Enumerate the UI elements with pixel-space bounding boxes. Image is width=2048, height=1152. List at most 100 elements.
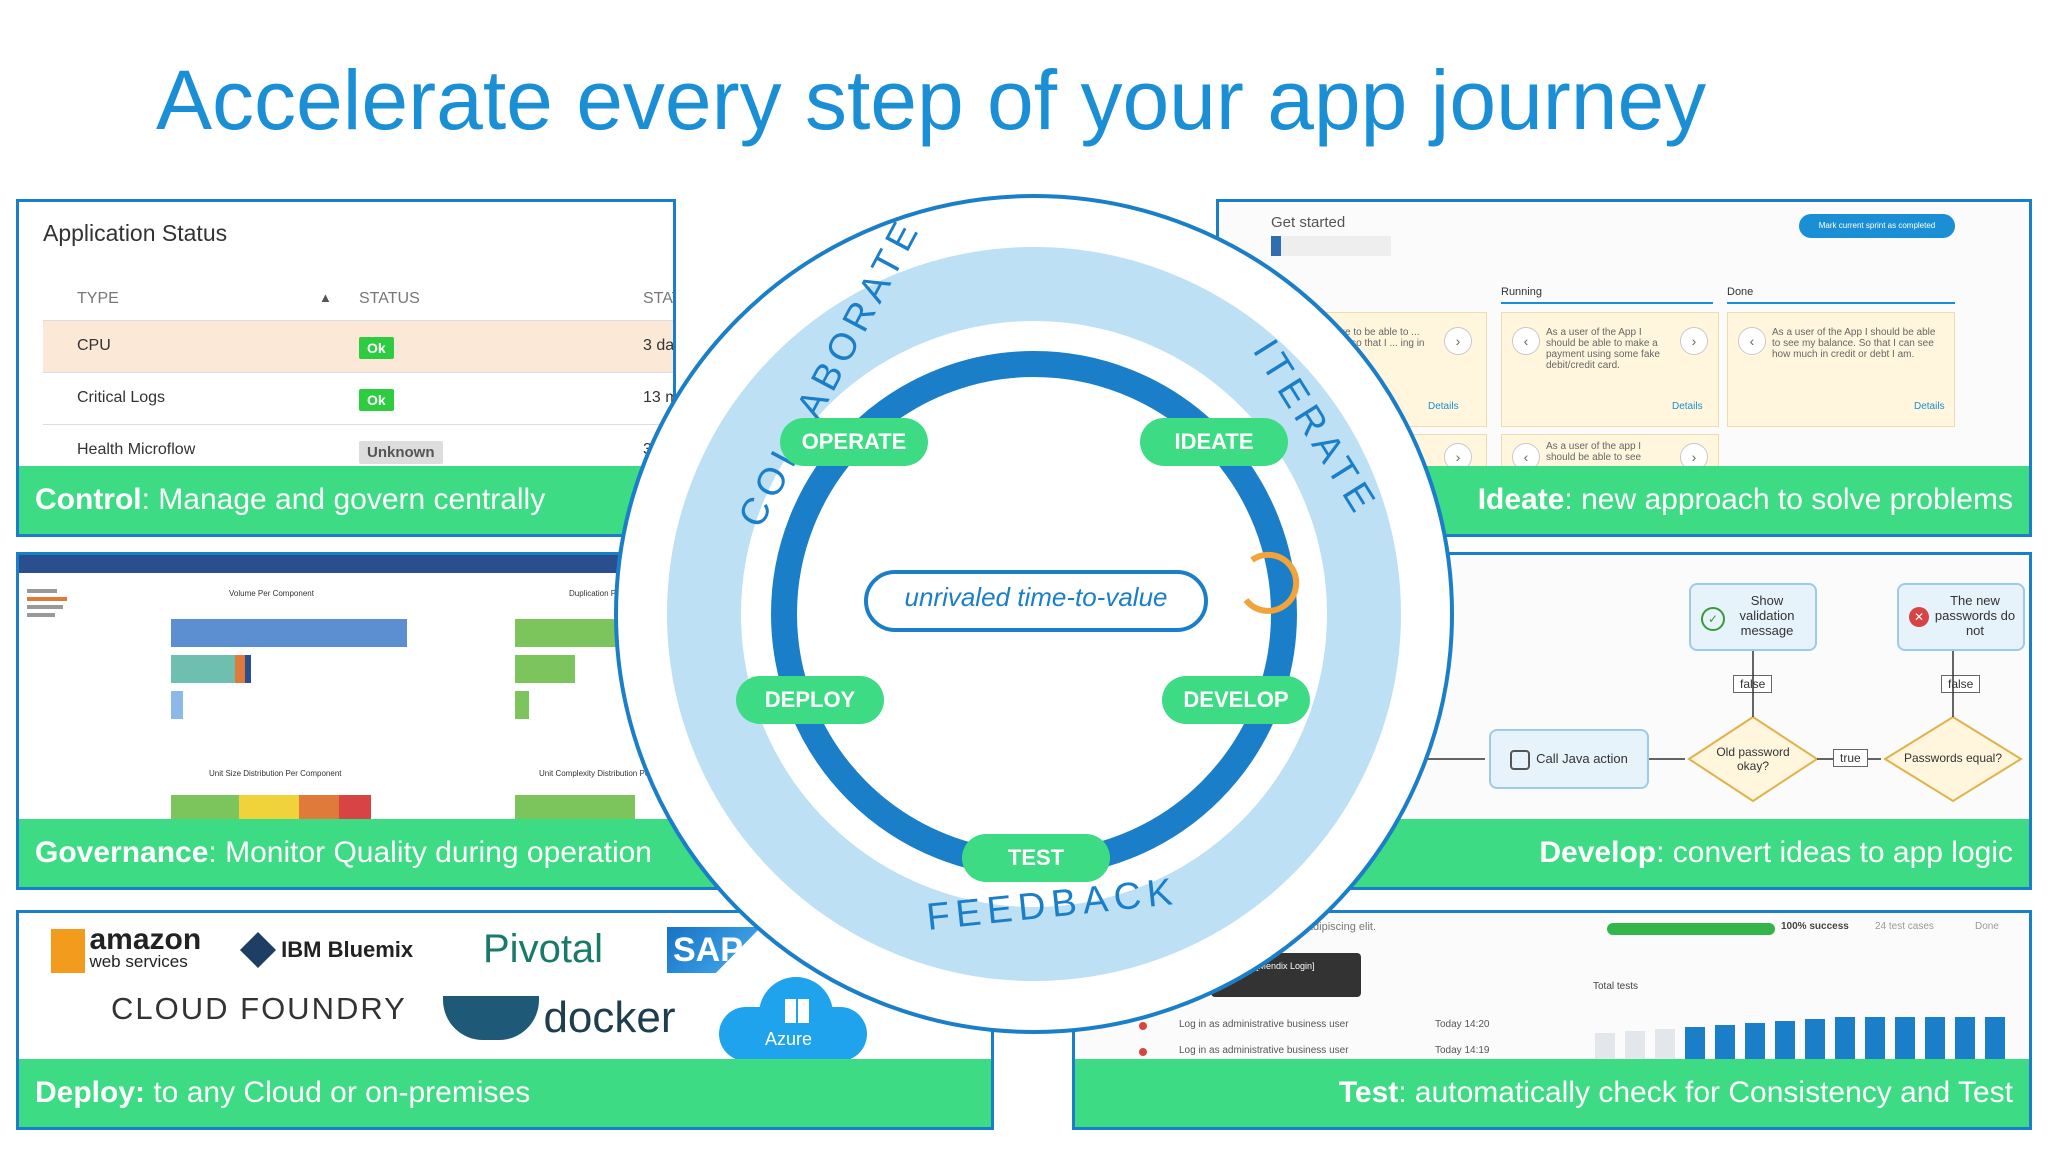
test-bar [1925, 1017, 1945, 1063]
bar [515, 795, 635, 819]
governance-panel: Volume Per Component Duplication Pe Unit… [16, 552, 760, 890]
tab-bar [19, 555, 757, 573]
bar [171, 691, 183, 719]
bar [235, 655, 245, 683]
column-type[interactable]: TYPE [77, 290, 119, 307]
caption-bold: Control [35, 483, 142, 516]
card-text: I like to be able to ... ions so that I … [1330, 327, 1425, 360]
refresh-icon [1243, 551, 1300, 614]
details-link[interactable]: Details [1428, 401, 1459, 412]
chart-title: Volume Per Component [229, 589, 314, 598]
row-since: 3 days, 4 ho [643, 337, 675, 354]
deploy-panel: amazon web services IBM Bluemix Pivotal … [16, 910, 994, 1130]
chevron-left-icon[interactable]: ‹ [1512, 327, 1540, 355]
test-bar [1985, 1017, 2005, 1063]
sidebar-line [27, 605, 63, 609]
stage-operate[interactable]: OPERATE [780, 418, 928, 466]
governance-caption: Governance: Monitor Quality during opera… [19, 819, 757, 887]
column-running-line [1501, 302, 1713, 304]
stage-deploy[interactable]: DEPLOY [736, 676, 884, 724]
chevron-right-icon[interactable]: › [1680, 327, 1708, 355]
success-bar [1607, 923, 1775, 935]
ibm-text: IBM Bluemix [281, 937, 414, 962]
passwords-equal-decision[interactable]: Passwords equal? [1903, 751, 2003, 765]
bar [245, 655, 251, 683]
bluemix-icon [239, 931, 277, 969]
caption-text: to any Cloud or on-premises [145, 1076, 531, 1109]
node-label: Show validation message [1739, 593, 1795, 638]
done-label: Done [1975, 921, 1999, 932]
new-passwords-node[interactable]: ✕ The new passwords do not [1897, 583, 2025, 651]
details-link[interactable]: Details [1914, 401, 1945, 412]
test-bar [1595, 1033, 1615, 1063]
table-row[interactable]: Critical Logs Ok 13 min [43, 372, 673, 425]
aws-cubes-icon [51, 929, 85, 973]
stage-ideate[interactable]: IDEATE [1140, 418, 1288, 466]
develop-caption: Develop: convert ideas to app logic [1293, 819, 2029, 887]
column-status[interactable]: STATUS [359, 290, 420, 307]
stage-test[interactable]: TEST [962, 834, 1110, 882]
node-label: Call Java action [1536, 751, 1628, 766]
chart-title: Duplication Pe [569, 589, 621, 598]
false-label: false [1941, 675, 1981, 693]
show-validation-node[interactable]: ✓ Show validation message [1689, 583, 1817, 651]
control-caption: Control: Manage and govern centrally [19, 466, 673, 534]
bar [515, 655, 575, 683]
story-card[interactable]: I like to be able to ... ions so that I … [1269, 312, 1487, 427]
status-badge: Ok [359, 389, 394, 411]
cloudfoundry-logo: CLOUD FOUNDRY [111, 991, 407, 1026]
sort-up-icon[interactable]: ▲ [319, 290, 332, 305]
ideate-caption: Ideate: new approach to solve problems [1219, 466, 2029, 534]
sap-logo: SAP [667, 927, 761, 973]
caption-bold: Develop [1539, 836, 1657, 869]
check-icon: ✓ [1701, 607, 1725, 631]
caption-text: : convert ideas to app logic [1656, 836, 2013, 869]
chevron-left-icon[interactable]: ‹ [1738, 327, 1766, 355]
error-icon: ✕ [1909, 607, 1929, 627]
table-header: TYPE ▲ STATUS STATUS SINCE [43, 280, 673, 320]
control-panel: Application Status TYPE ▲ STATUS STATUS … [16, 199, 676, 537]
card-text: As a user of the App I should be able to… [1546, 327, 1660, 371]
test-bar [1685, 1027, 1705, 1063]
status-badge: Unknown [359, 441, 443, 464]
card-text: As a user of the app I should be able to… [1546, 441, 1642, 463]
fail-dot-icon [1139, 1048, 1147, 1056]
test-bar [1955, 1017, 1975, 1063]
collaborate-label: COLLABORATE [731, 211, 930, 534]
old-password-decision[interactable]: Old password okay? [1716, 745, 1790, 773]
docker-whale-icon [443, 996, 539, 1040]
table-row[interactable]: CPU Ok 3 days, 4 ho [43, 320, 675, 373]
sidebar-line [27, 589, 57, 593]
test-time: Today 14:19 [1435, 1045, 1490, 1056]
row-type: CPU [77, 337, 111, 354]
call-java-node[interactable]: Call Java action [1489, 729, 1649, 789]
test-bar [1655, 1029, 1675, 1063]
story-card[interactable]: ‹ As a user of the App I should be able … [1727, 312, 1955, 427]
details-link[interactable]: Details [1672, 401, 1703, 412]
node-label: The new passwords do not [1934, 593, 2016, 638]
chart-title: Unit Complexity Distribution Per Compone… [539, 769, 696, 778]
develop-panel: ✓ Show validation message ✕ The new pass… [1290, 552, 2032, 890]
chevron-right-icon[interactable]: › [1444, 327, 1472, 355]
mark-sprint-button[interactable]: Mark current sprint as completed [1799, 214, 1955, 238]
test-row[interactable]: Log in as administrative business user T… [1127, 1015, 1527, 1039]
deploy-caption: Deploy: to any Cloud or on-premises [19, 1059, 991, 1127]
page-title: Accelerate every step of your app journe… [156, 53, 1707, 147]
test-bar [1895, 1017, 1915, 1063]
bar [339, 795, 371, 819]
test-bar-chart [1595, 1003, 2015, 1063]
caption-bold: Governance [35, 836, 209, 869]
docker-logo: docker [443, 993, 676, 1043]
ibm-bluemix-logo: IBM Bluemix [239, 931, 414, 969]
column-running: Running [1501, 286, 1542, 298]
column-status-since[interactable]: STATUS SINCE [643, 290, 673, 307]
test-bar [1745, 1023, 1765, 1063]
test-row[interactable]: Log in as administrative business user T… [1127, 1043, 1527, 1063]
test-bar [1625, 1031, 1645, 1063]
bar [171, 619, 407, 647]
row-since: 3 d [643, 441, 666, 458]
stage-develop[interactable]: DEVELOP [1162, 676, 1310, 724]
windows-icon [785, 999, 809, 1023]
story-card[interactable]: ‹ As a user of the App I should be able … [1501, 312, 1719, 427]
bar [171, 655, 235, 683]
